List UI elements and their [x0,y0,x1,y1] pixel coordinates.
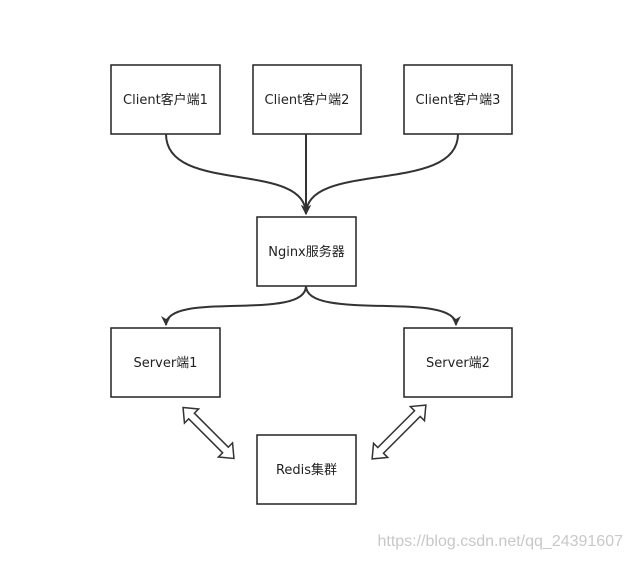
node-nginx: Nginx服务器 [256,216,357,287]
edge-nginx-to-server2 [305,285,461,326]
client1-label: Client客户端1 [123,92,208,108]
edge-client1-to-nginx [165,133,311,215]
node-server2: Server端2 [403,327,513,398]
double-arrow-icon [371,404,427,460]
client2-label: Client客户端2 [265,92,350,108]
node-redis: Redis集群 [256,434,357,505]
server1-box [110,327,221,398]
nginx-label: Nginx服务器 [268,244,345,260]
edge-client3-to-nginx [301,133,459,215]
redis-box [256,434,357,505]
client3-box [403,64,513,135]
client3-label: Client客户端3 [416,92,501,108]
edge-server2-redis-bidirectional [371,404,427,460]
server1-label: Server端1 [134,356,198,371]
node-client2: Client客户端2 [252,64,362,135]
node-client3: Client客户端3 [403,64,513,135]
node-server1: Server端1 [110,327,221,398]
client1-box [110,64,221,135]
client2-box [252,64,362,135]
server2-label: Server端2 [426,356,490,371]
server2-box [403,327,513,398]
edge-nginx-to-server1 [161,285,307,326]
edge-server1-redis-bidirectional [182,406,235,460]
double-arrow-icon [182,406,235,460]
redis-label: Redis集群 [276,462,337,478]
watermark-url: https://blog.csdn.net/qq_24391607 [377,533,623,550]
node-client1: Client客户端1 [110,64,221,135]
nginx-box [256,216,357,287]
